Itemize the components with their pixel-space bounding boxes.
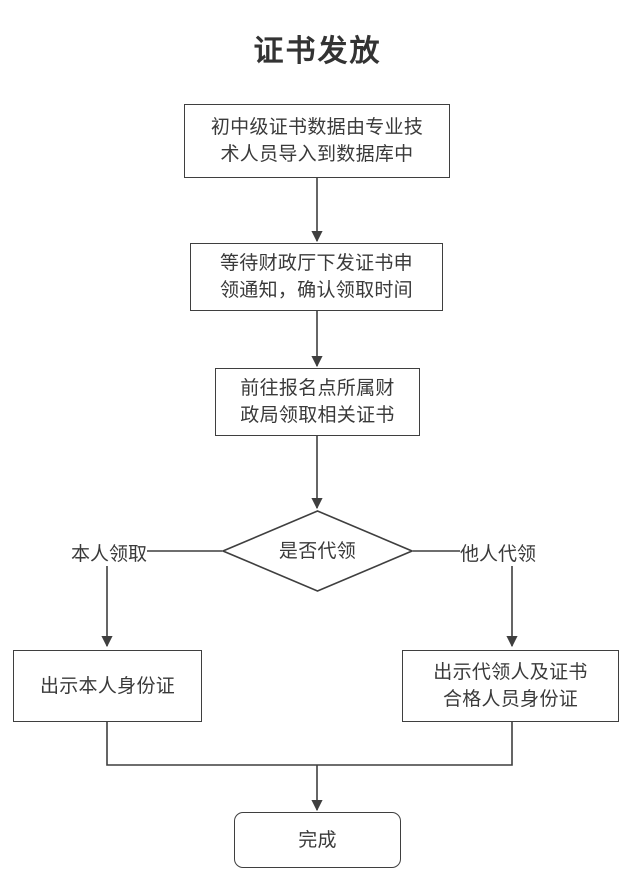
- node-import-label: 初中级证书数据由专业技 术人员导入到数据库中: [210, 116, 424, 165]
- diamond-shape: [222, 510, 413, 592]
- node-done[interactable]: 完成: [234, 812, 401, 868]
- node-proxy-id[interactable]: 出示代领人及证书 合格人员身份证: [402, 650, 619, 722]
- page-title: 证书发放: [253, 34, 382, 69]
- node-proxy-id-label: 出示代领人及证书 合格人员身份证: [433, 661, 588, 710]
- node-done-label: 完成: [298, 828, 337, 851]
- node-self-id-label: 出示本人身份证: [39, 674, 176, 697]
- edge-self-id-to-done: [106, 722, 317, 766]
- node-import[interactable]: 初中级证书数据由专业技 术人员导入到数据库中: [184, 104, 450, 178]
- node-collect-label: 前往报名点所属财 政局领取相关证书: [240, 377, 395, 426]
- edge-label-self-pickup: 本人领取: [71, 539, 148, 566]
- edge-label-proxy-pickup: 他人代领: [460, 539, 537, 566]
- node-wait-label: 等待财政厅下发证书申 领通知，确认领取时间: [219, 252, 413, 301]
- node-wait[interactable]: 等待财政厅下发证书申 领通知，确认领取时间: [190, 243, 443, 311]
- node-decision[interactable]: 是否代领: [222, 510, 413, 592]
- node-self-id[interactable]: 出示本人身份证: [13, 650, 202, 722]
- edge-proxy-id-to-done: [317, 722, 513, 766]
- node-collect[interactable]: 前往报名点所属财 政局领取相关证书: [215, 368, 420, 436]
- node-decision-label: 是否代领: [278, 539, 357, 562]
